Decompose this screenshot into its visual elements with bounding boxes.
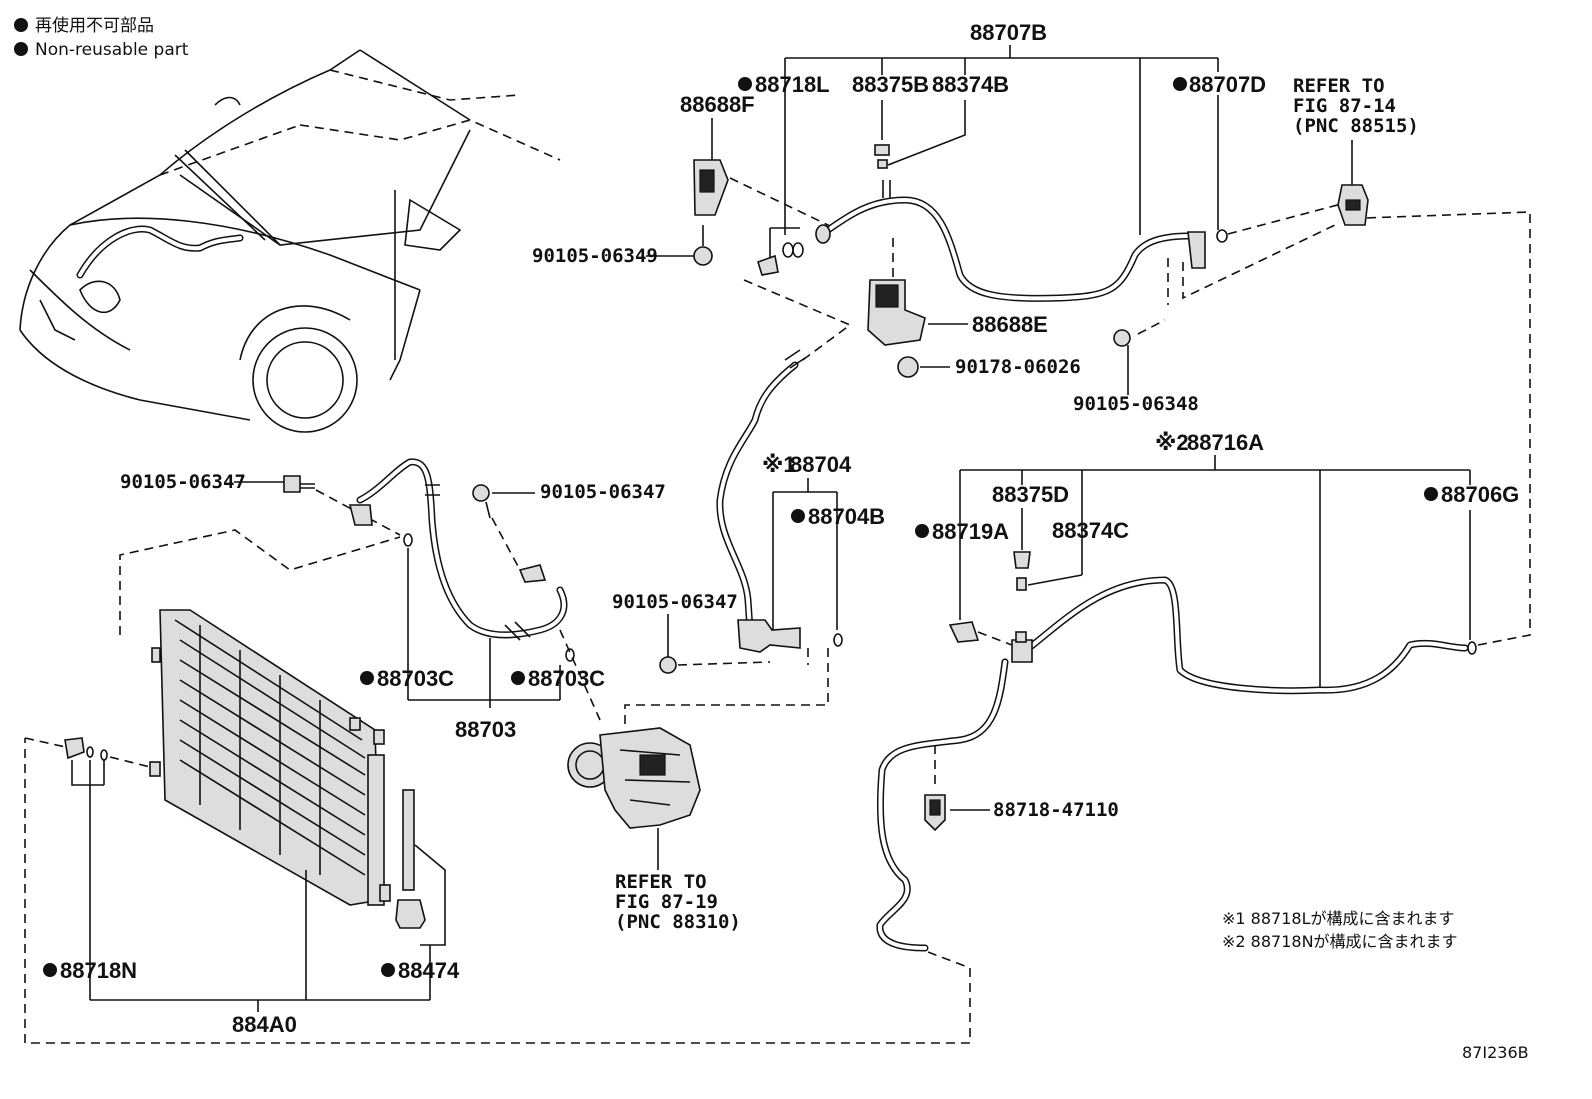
o-ring-88718N: [64, 737, 85, 760]
sensor-88719A: [948, 621, 980, 643]
bolt-90105-06347-c: [659, 656, 677, 674]
label-88703C-b: 88703C: [528, 666, 605, 691]
pipe-block-88716A: [1011, 639, 1033, 663]
valve-core-88374B: [877, 159, 888, 169]
label-88718N: 88718N: [60, 958, 137, 983]
non-reusable-dot-icon: [915, 524, 929, 538]
hose-bracket-88703: [348, 504, 373, 526]
label-88474: 88474: [398, 958, 460, 983]
hose-clamp-88703: [518, 564, 547, 583]
legend: 再使用不可部品 Non-reusable part: [14, 15, 189, 60]
legend-en: Non-reusable part: [35, 40, 189, 60]
ref-87-19-line2: FIG 87-19: [615, 891, 718, 913]
plug-88474: [395, 899, 426, 929]
label-88704: 88704: [790, 452, 852, 477]
notes: ※1 88718Lが構成に含まれます ※2 88718Nが構成に含まれます: [1222, 909, 1458, 951]
label-90105-06347-a: 90105-06347: [120, 471, 246, 493]
label-88719A: 88719A: [932, 519, 1009, 544]
ref-87-19-line1: REFER TO: [615, 871, 707, 893]
cap-88375D: [1013, 551, 1031, 569]
ref-87-14-line3: (PNC 88515): [1293, 115, 1419, 137]
non-reusable-dot-icon: [381, 963, 395, 977]
label-88718-47110: 88718-47110: [993, 799, 1119, 821]
compressor: REFER TO FIG 87-19 (PNC 88310): [559, 629, 741, 933]
note-1: ※1 88718Lが構成に含まれます: [1222, 909, 1455, 928]
assembly-88707B: 88707B 88718L 88375B 88374B 88707D 88688…: [532, 20, 1419, 415]
pipe-end-88707B: [815, 224, 831, 244]
label-88688E: 88688E: [972, 312, 1048, 337]
condenser-assembly: 88718N 88474 884A0: [24, 529, 460, 1037]
cap-88375B: [874, 144, 890, 156]
hose-fitting-88704: [737, 619, 801, 653]
label-90105-06348: 90105-06348: [1073, 393, 1199, 415]
ref-87-19-line3: (PNC 88310): [615, 911, 741, 933]
label-88718L: 88718L: [755, 72, 830, 97]
receiver-tank: [367, 754, 385, 906]
bolt-90105-06347-a: [283, 475, 301, 493]
label-90178-06026: 90178-06026: [955, 356, 1081, 378]
non-reusable-dot-icon: [360, 671, 374, 685]
ref-87-14-line2: FIG 87-14: [1293, 95, 1396, 117]
o-ring-88718L: [757, 254, 779, 276]
valve-core-88374C: [1016, 577, 1027, 591]
label-90105-06347-c: 90105-06347: [612, 591, 738, 613]
label-88707B: 88707B: [970, 20, 1047, 45]
label-88707D: 88707D: [1189, 72, 1266, 97]
bolt-90105-06349: [693, 246, 713, 266]
label-90105-06349: 90105-06349: [532, 245, 658, 267]
non-reusable-dot-icon: [1173, 77, 1187, 91]
non-reusable-dot-icon: [511, 671, 525, 685]
non-reusable-dot-icon: [1424, 487, 1438, 501]
label-88704B: 88704B: [808, 504, 885, 529]
label-88703C-a: 88703C: [377, 666, 454, 691]
car-illustration: [19, 49, 561, 433]
label-88703: 88703: [455, 717, 516, 742]
label-88374C: 88374C: [1052, 518, 1129, 543]
figure-id: 87I236B: [1462, 1043, 1529, 1062]
bolt-90105-06347-b: [472, 484, 490, 502]
note-2: ※2 88718Nが構成に含まれます: [1222, 932, 1458, 951]
compressor-body: [599, 727, 701, 829]
bolt-90105-06348: [1113, 329, 1131, 347]
label-90105-06347-b: 90105-06347: [540, 481, 666, 503]
non-reusable-dot-icon: [14, 18, 28, 32]
label-88688F: 88688F: [680, 92, 755, 117]
hose-88703: 90105-06347 90105-06347 88703C 88703C 88…: [120, 458, 666, 742]
label-88374B: 88374B: [932, 72, 1009, 97]
mark-2: ※2: [1155, 430, 1189, 455]
nut-90178-06026: [897, 356, 919, 378]
mark-1: ※1: [762, 452, 796, 477]
non-reusable-dot-icon: [43, 963, 57, 977]
label-88375B: 88375B: [852, 72, 929, 97]
fitting-88707B: [1187, 231, 1206, 269]
label-88716A: 88716A: [1187, 430, 1264, 455]
label-884A0: 884A0: [232, 1012, 297, 1037]
label-88706G: 88706G: [1441, 482, 1519, 507]
hose-88704: ※1 88704 88704B 90105-06347: [612, 279, 885, 725]
non-reusable-dot-icon: [738, 77, 752, 91]
label-88375D: 88375D: [992, 482, 1069, 507]
assembly-88716A: ※2 88716A 88375D 88374C 88719A 88706G 88…: [24, 211, 1531, 1044]
non-reusable-dot-icon: [791, 509, 805, 523]
legend-ja: 再使用不可部品: [35, 15, 154, 36]
non-reusable-dot-icon: [14, 42, 28, 56]
condenser-core: [159, 609, 381, 906]
desiccant-88474: [402, 789, 415, 891]
ref-87-14-line1: REFER TO: [1293, 75, 1385, 97]
